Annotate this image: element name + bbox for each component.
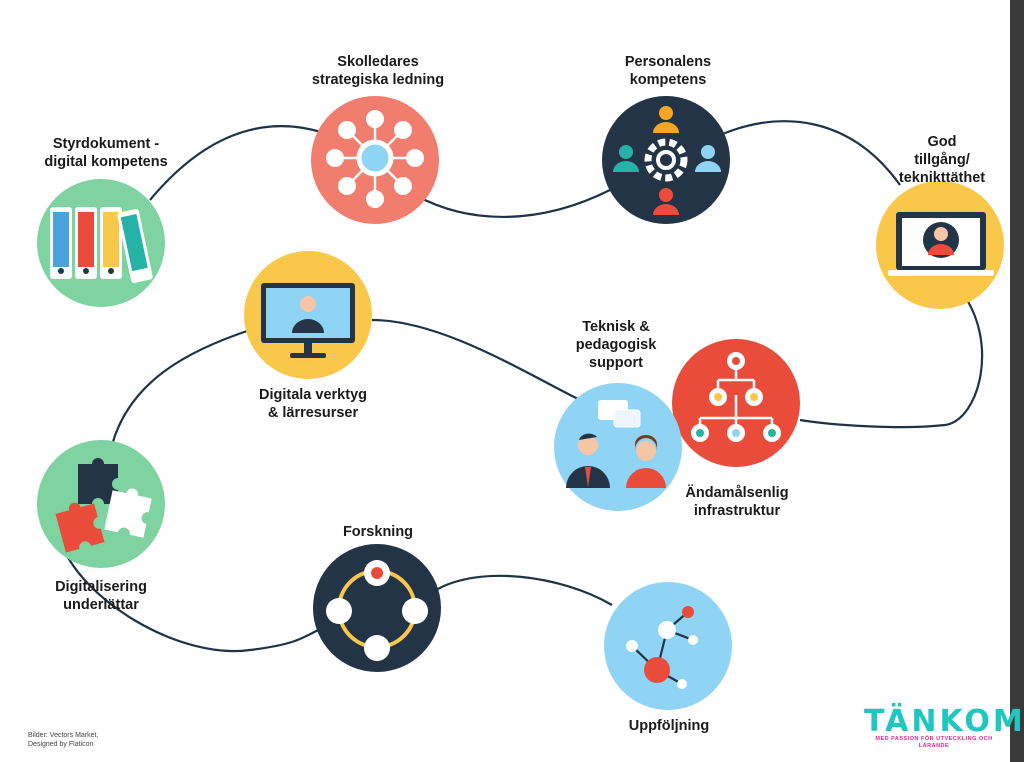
node-god-tillgang	[876, 181, 1004, 309]
label-andamalsenlig: Ändamålsenlig infrastruktur	[685, 485, 789, 519]
label-styrdokument: Styrdokument - digital kompetens	[44, 136, 168, 170]
cycle-nodes-icon	[326, 560, 428, 661]
team-gear-icon	[613, 106, 721, 215]
node-circle	[604, 582, 732, 710]
node-personalens	[602, 96, 730, 224]
logo-wordmark: TÄNKOM	[864, 704, 1024, 739]
node-andamalsenlig	[672, 339, 800, 467]
right-edge-strip	[1010, 0, 1024, 762]
label-uppfoljning: Uppföljning	[628, 718, 710, 734]
label-god-tillgang: God tillgång/ teknikttäthet	[898, 134, 986, 186]
node-circle	[313, 544, 441, 672]
monitor-presenter-icon	[261, 283, 355, 358]
node-digitalisering	[37, 440, 165, 568]
image-credit: Bilder: Vectors Market, Designed by Flat…	[28, 732, 99, 748]
node-teknisk-support	[554, 383, 682, 511]
laptop-user-icon	[888, 212, 994, 276]
puzzle-icon	[55, 458, 152, 553]
node-digitala-verktyg	[244, 251, 372, 379]
label-skolledares: Skolledares strategiska ledning	[311, 54, 445, 88]
hierarchy-icon	[691, 352, 781, 442]
label-personalens: Personalens kompetens	[624, 54, 712, 88]
node-forskning	[313, 544, 441, 672]
label-digitalisering: Digitalisering underlättar	[55, 579, 147, 613]
label-forskning: Forskning	[342, 524, 414, 540]
binders-icon	[50, 207, 153, 283]
node-skolledares	[311, 96, 439, 224]
logo-tagline: MED PASSION FÖR UTVECKLING OCH LÄRANDE	[875, 736, 993, 749]
node-uppfoljning	[604, 582, 732, 710]
tankom-logo: TÄNKOM MED PASSION FÖR UTVECKLING OCH LÄ…	[864, 704, 1024, 750]
label-digitala-verktyg: Digitala verktyg & lärresurser	[259, 387, 367, 421]
network-hub-icon	[326, 110, 424, 208]
node-styrdokument	[37, 179, 165, 307]
molecule-icon	[626, 606, 698, 689]
connector-path	[58, 120, 984, 653]
people-chat-icon	[566, 400, 666, 488]
label-teknisk-support: Teknisk & pedagogisk support	[575, 319, 657, 371]
